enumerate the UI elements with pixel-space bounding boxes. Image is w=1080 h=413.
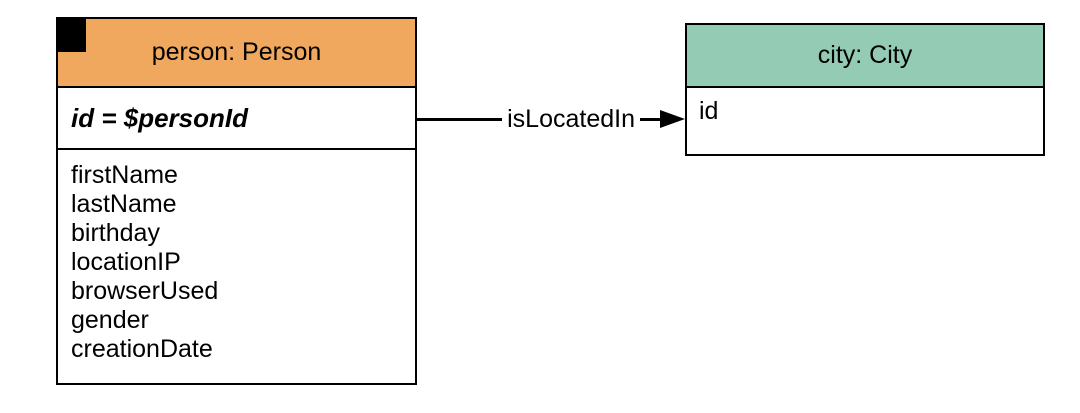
- person-node: person: Person id = $personId firstName …: [56, 17, 417, 385]
- person-key-attribute: id = $personId: [58, 88, 415, 150]
- person-attribute-list: firstName lastName birthday locationIP b…: [58, 150, 415, 375]
- arrowhead-icon: [660, 110, 685, 128]
- parameter-marker-icon: [56, 17, 86, 52]
- edge-label: isLocatedIn: [507, 104, 635, 133]
- attribute-item: gender: [71, 306, 149, 334]
- person-node-header: person: Person: [58, 19, 415, 88]
- attribute-item: birthday: [71, 219, 160, 247]
- attribute-item: locationIP: [71, 248, 181, 276]
- attribute-item: browserUsed: [71, 277, 219, 305]
- city-node-header: city: City: [687, 25, 1043, 88]
- city-node: city: City id: [685, 23, 1045, 156]
- city-attribute-list: id: [687, 88, 1043, 135]
- edge-line: [417, 117, 503, 121]
- edge-is-located-in: isLocatedIn: [417, 102, 685, 136]
- attribute-item: id: [699, 97, 719, 125]
- attribute-item: creationDate: [71, 335, 213, 363]
- edge-line: [640, 117, 660, 121]
- attribute-item: firstName: [71, 161, 178, 189]
- attribute-item: lastName: [71, 190, 177, 218]
